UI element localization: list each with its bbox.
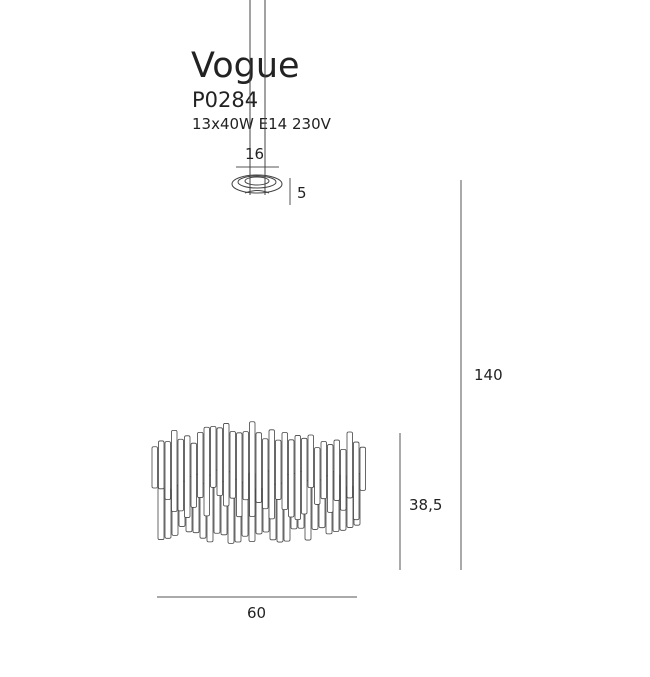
crystal-rod bbox=[236, 432, 243, 518]
crystal-rods bbox=[151, 421, 366, 544]
crystal-rod bbox=[171, 430, 178, 512]
chain-stem bbox=[249, 0, 266, 195]
crystal-rod bbox=[197, 431, 204, 498]
crystal-rod bbox=[314, 447, 321, 505]
crystal-rod bbox=[177, 438, 184, 512]
total-height-label: 140 bbox=[474, 366, 503, 384]
product-code: P0284 bbox=[192, 88, 259, 112]
crystal-rod bbox=[164, 441, 171, 500]
product-spec: 13x40W E14 230V bbox=[192, 115, 331, 133]
crystal-rod bbox=[223, 423, 230, 507]
crystal-rod bbox=[288, 439, 295, 518]
crystal-rod bbox=[301, 437, 308, 515]
crystal-rod bbox=[158, 440, 165, 490]
crystal-rod bbox=[216, 427, 223, 497]
crystal-rod bbox=[151, 446, 158, 489]
crystal-rod bbox=[353, 441, 360, 521]
crystal-rod bbox=[262, 438, 269, 510]
crystal-rod bbox=[255, 432, 262, 503]
crystal-rod bbox=[340, 448, 347, 511]
crystal-rod bbox=[229, 431, 236, 499]
crystal-rod bbox=[268, 429, 275, 520]
crystal-rod bbox=[346, 431, 353, 499]
product-name: Vogue bbox=[191, 46, 300, 86]
crystal-rod bbox=[190, 442, 197, 508]
crystal-rod bbox=[333, 439, 340, 501]
crystal-rod bbox=[157, 486, 165, 540]
crystal-rod bbox=[184, 435, 191, 518]
crystal-rod bbox=[203, 426, 210, 517]
canopy-diameter-label: 16 bbox=[245, 145, 265, 163]
crystal-rod bbox=[320, 441, 327, 500]
crystal-rod bbox=[307, 434, 314, 489]
crystal-rod bbox=[242, 431, 249, 501]
crystal-rod bbox=[294, 435, 301, 521]
body-diameter-label: 60 bbox=[247, 604, 267, 622]
body-height-label: 38,5 bbox=[409, 496, 443, 514]
canopy bbox=[231, 174, 283, 194]
crystal-rod bbox=[249, 421, 256, 517]
crystal-rod bbox=[359, 446, 366, 491]
crystal-rod bbox=[275, 439, 282, 500]
crystal-rod bbox=[210, 426, 217, 488]
crystal-rod bbox=[281, 432, 288, 510]
crystal-rod bbox=[327, 444, 334, 513]
canopy-height-label: 5 bbox=[297, 184, 307, 202]
